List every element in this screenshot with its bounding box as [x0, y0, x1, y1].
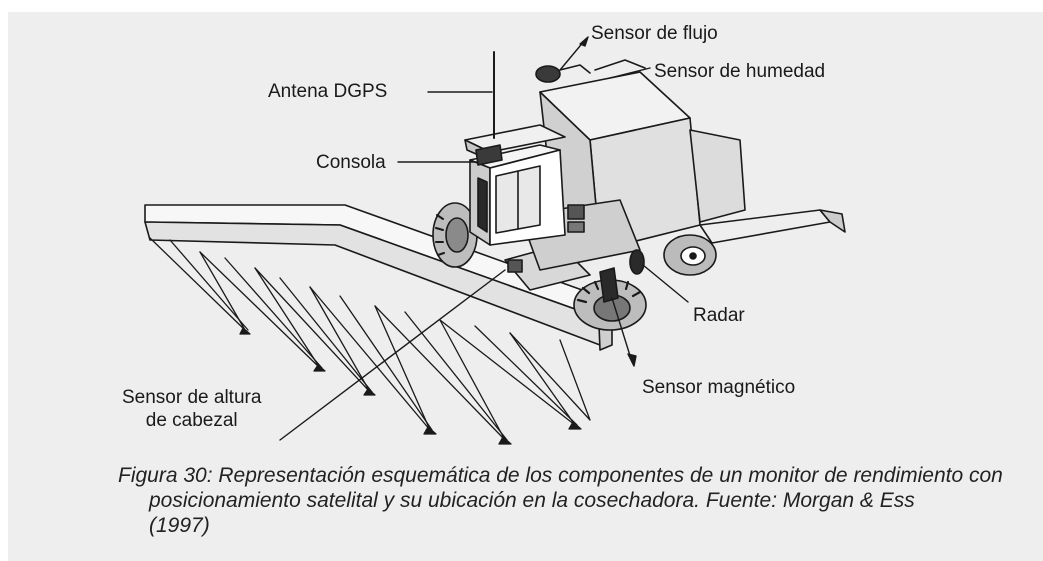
combine-body [519, 71, 746, 276]
label-sensor-humedad: Sensor de humedad [654, 61, 826, 82]
leader-lines [279, 36, 689, 441]
label-sensor-altura-line2: de cabezal [145, 410, 238, 431]
label-antena-dgps: Antena DGPS [268, 81, 388, 102]
caption-line-1: Figura 30: Representación esquemática de… [118, 464, 1003, 487]
label-sensor-magnetico: Sensor magnético [642, 377, 796, 398]
front-wheel-right [573, 279, 647, 331]
label-sensor-altura-line1: Sensor de altura [122, 387, 262, 408]
label-sensor-flujo: Sensor de flujo [591, 23, 718, 44]
caption-line-3: (1997) [149, 514, 210, 537]
cab [464, 124, 585, 246]
sensor-details [493, 51, 646, 303]
combine-harvester-illustration [144, 36, 846, 445]
front-wheel-left [432, 202, 478, 268]
label-sensor-altura-cabezal: Sensor de altura de cabezal [122, 386, 261, 432]
caption-line-2: posicionamiento satelital y su ubicación… [149, 489, 915, 512]
unloading-auger [699, 209, 846, 244]
figure-caption: Figura 30: Representación esquemática de… [118, 463, 1018, 538]
crop-dividers [149, 237, 591, 445]
label-consola: Consola [316, 152, 386, 173]
label-radar: Radar [693, 305, 745, 326]
